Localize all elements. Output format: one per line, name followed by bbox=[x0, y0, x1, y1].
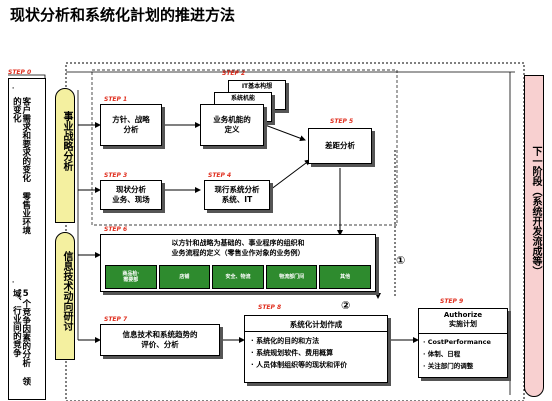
it-trend-tab: 信息技术动向研讨 bbox=[55, 232, 75, 360]
step0-panel: · 客户需求和要求的变化 零售业环境的变化 · 5个竞争因素的分析 领域、行业间… bbox=[8, 78, 46, 400]
bullet-1: · bbox=[12, 85, 15, 92]
circle-2: ② bbox=[341, 299, 351, 312]
step1-label: STEP 1 bbox=[104, 96, 128, 103]
step0-text-1: 客户需求和要求的变化 零售业环境的变化 bbox=[11, 97, 31, 235]
step0-text-2: 5个竞争因素的分析 领域、行业间的竞争 bbox=[11, 289, 31, 386]
bullet-2: · bbox=[12, 279, 15, 286]
step8-divider bbox=[245, 331, 387, 332]
green-box-5: 其他 bbox=[319, 265, 371, 289]
step9-item-3: · 关注部门的调整 bbox=[423, 362, 474, 370]
strategy-analysis-text: 事业战略分析 bbox=[61, 111, 72, 171]
green-box-1: 商品检· 需要部 bbox=[105, 265, 157, 289]
step4-label: STEP 4 bbox=[208, 172, 232, 179]
step3-box: 现状分析 业务、现场 bbox=[100, 180, 162, 210]
circle-1: ① bbox=[396, 254, 406, 267]
step8-box: 系统化计划作成 · 系统化的目的和方法 · 系统规划软件、费用概算 · 人员体制… bbox=[244, 315, 388, 383]
step8-item-2: · 系统规划软件、费用概算 bbox=[251, 349, 334, 357]
step9-divider bbox=[419, 333, 507, 334]
green-box-4: 物流部门间 bbox=[265, 265, 318, 289]
step6-label: STEP 6 bbox=[104, 226, 128, 233]
step0-label: STEP 0 bbox=[8, 69, 32, 76]
step6-green-row: 商品检· 需要部 店铺 安全、物流 物流部门间 其他 bbox=[105, 265, 371, 289]
next-phase-panel: 下一阶段（系统开发流成等） bbox=[524, 75, 544, 397]
next-phase-text: 下一阶段（系统开发流成等） bbox=[530, 146, 541, 276]
step1-box: 方针、战略 分析 bbox=[100, 104, 162, 146]
it-trend-text: 信息技术动向研讨 bbox=[61, 251, 72, 331]
step8-item-1: · 系统化的目的和方法 bbox=[251, 337, 320, 345]
step6-text: 以方针和战略为基础的、事业程序的组织和 业务流程的定义（零售业作对象的业务例） bbox=[171, 239, 305, 257]
page-title: 现状分析和系统化計划的推进方法 bbox=[10, 6, 236, 24]
step3-label: STEP 3 bbox=[104, 172, 128, 179]
step6-box: 以方针和战略为基础的、事业程序的组织和 业务流程的定义（零售业作对象的业务例） … bbox=[100, 234, 376, 292]
step8-item-3: · 人员体制组织等的现状和评价 bbox=[251, 361, 348, 369]
step2-label: STEP 2 bbox=[222, 70, 246, 77]
green-box-2: 店铺 bbox=[158, 265, 211, 289]
step7-box: 信息技术和系统趋势的 评价、分析 bbox=[100, 324, 220, 356]
green-box-3: 安全、物流 bbox=[212, 265, 264, 289]
step5-box: 差距分析 bbox=[308, 128, 372, 164]
step9-item-2: · 体制、日程 bbox=[423, 350, 461, 358]
step9-label: STEP 9 bbox=[440, 298, 464, 305]
step9-item-1: · CostPerformance bbox=[423, 338, 491, 346]
step7-label: STEP 7 bbox=[104, 316, 128, 323]
strategy-analysis-tab: 事业战略分析 bbox=[55, 88, 75, 223]
step4-box: 现行系统分析 系统、IT bbox=[204, 180, 270, 210]
step9-box: Authorize 实施计划 · CostPerformance · 体制、日程… bbox=[418, 308, 508, 378]
step2-box: 业务机能的 定义 bbox=[200, 104, 264, 146]
step8-label: STEP 8 bbox=[258, 304, 282, 311]
step8-title: 系统化计划作成 bbox=[289, 320, 343, 329]
step9-title: Authorize 实施计划 bbox=[443, 311, 483, 329]
step5-label: STEP 5 bbox=[330, 118, 354, 125]
